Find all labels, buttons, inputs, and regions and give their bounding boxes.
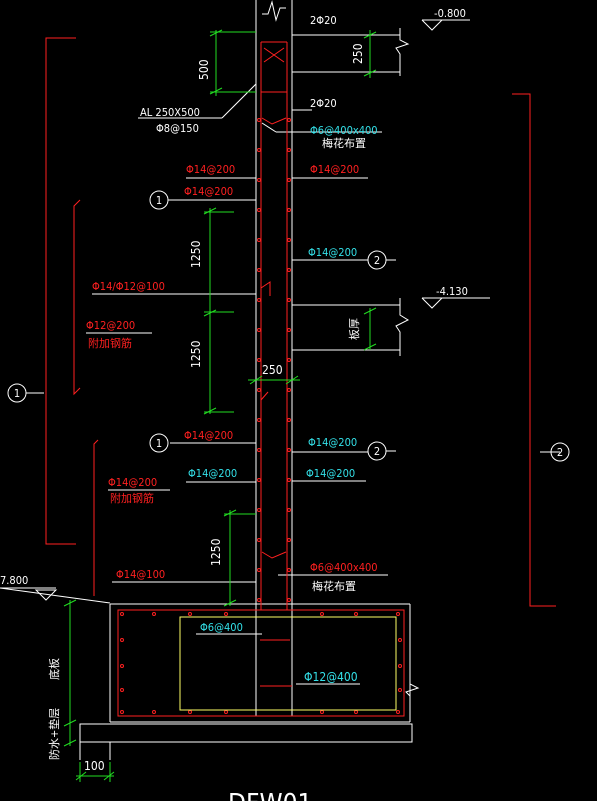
- dimension-lines: [63, 29, 377, 782]
- label-left-14-200-c: Φ14@200: [184, 429, 233, 442]
- label-right-14-200-c: Φ14@200: [308, 436, 357, 449]
- label-beam-stirrup: Φ8@150: [156, 122, 199, 135]
- label-left-14-200-cyan: Φ14@200: [188, 467, 237, 480]
- label-tie-bottom-note: 梅花布置: [312, 579, 356, 593]
- label-found-6-400: Φ6@400: [200, 621, 243, 634]
- label-found-12-400: Φ12@400: [304, 670, 358, 684]
- label-elev-bottom: 7.800: [0, 574, 28, 587]
- detail-markers: [7, 190, 570, 462]
- label-right-14-200-a: Φ14@200: [310, 163, 359, 176]
- label-left-14-100: Φ14@100: [116, 568, 165, 581]
- foundation-opening: [179, 616, 397, 711]
- marker-1-top: 1: [156, 194, 162, 207]
- marker-2-upper: 2: [374, 254, 380, 267]
- label-waterproof-layer: 防水+垫层: [47, 708, 61, 760]
- label-right-14-200-d: Φ14@200: [306, 467, 355, 480]
- label-beam-name: AL 250X500: [140, 106, 200, 119]
- dim-100: 100: [84, 759, 105, 773]
- label-elev-slab: -4.130: [436, 285, 468, 298]
- marker-1-lower: 1: [156, 437, 162, 450]
- label-added-note-1: 附加钢筋: [88, 336, 132, 350]
- label-tie-bottom: Φ6@400x400: [310, 561, 378, 574]
- drawing-title: DFW01: [228, 789, 312, 801]
- label-right-14-200-b: Φ14@200: [308, 246, 357, 259]
- marker-1-left: 1: [14, 387, 20, 400]
- label-beam-bottom-rebar: 2Φ20: [310, 97, 337, 110]
- label-left-14-200-a: Φ14@200: [186, 163, 235, 176]
- label-tie-top: Φ6@400x400: [310, 124, 378, 137]
- rebar-dots: [120, 118, 402, 714]
- dim-250-top: 250: [351, 43, 365, 64]
- label-left-12-200: Φ12@200: [86, 319, 135, 332]
- dim-1250-b: 1250: [189, 340, 203, 368]
- label-left-14-12-100: Φ14/Φ12@100: [92, 280, 165, 293]
- marker-2-lower: 2: [374, 445, 380, 458]
- label-tie-top-note: 梅花布置: [322, 136, 366, 150]
- dim-500: 500: [197, 59, 211, 80]
- dim-1250-a: 1250: [189, 240, 203, 268]
- dim-250-wall: 250: [262, 363, 283, 377]
- label-left-14-200-red: Φ14@200: [108, 476, 157, 489]
- dim-1250-c: 1250: [209, 538, 223, 566]
- outline-linework: [0, 0, 560, 760]
- label-added-note-2: 附加钢筋: [110, 491, 154, 505]
- label-elev-top: -0.800: [434, 7, 466, 20]
- marker-2-right: 2: [557, 446, 563, 459]
- label-left-14-200-b: Φ14@200: [184, 185, 233, 198]
- rebar-linework: [117, 41, 405, 717]
- label-slab-thickness: 板厚: [347, 318, 361, 340]
- label-base-slab: 底板: [47, 658, 61, 680]
- label-top-rebar: 2Φ20: [310, 14, 337, 27]
- region-brackets: [45, 37, 556, 607]
